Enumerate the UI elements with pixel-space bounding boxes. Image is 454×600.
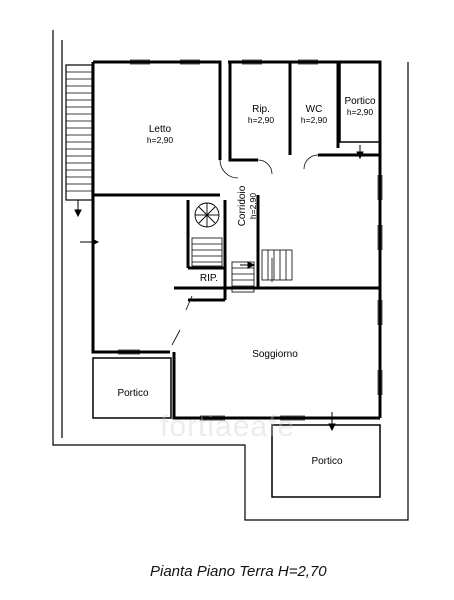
room-soggiorno-name: Soggiorno xyxy=(252,349,298,360)
soggiorno-south-wall xyxy=(172,352,380,420)
letto-east-wall xyxy=(93,60,222,160)
room-portico-left: Portico xyxy=(108,388,158,399)
room-corridoio-height: h=2,90 xyxy=(248,192,258,220)
room-portico-bottom-name: Portico xyxy=(311,456,343,467)
room-portico-top-height: h=2,90 xyxy=(346,107,374,117)
stair-treads xyxy=(66,71,92,192)
room-portico-top: Portico h=2,90 xyxy=(338,96,382,118)
room-soggiorno: Soggiorno xyxy=(240,349,310,360)
room-corridoio: Corridoio h=2,90 xyxy=(237,176,259,236)
rip-wall xyxy=(228,62,258,162)
room-portico-top-name: Portico xyxy=(344,96,376,107)
portico-left-outline xyxy=(92,357,172,419)
watermark: fortiaeafe xyxy=(160,410,296,443)
room-wc-name: WC xyxy=(305,104,323,115)
room-rip-top-height: h=2,90 xyxy=(247,115,275,125)
room-rip-top-name: Rip. xyxy=(252,104,270,115)
portico-top-outline xyxy=(339,61,381,143)
room-rip-top: Rip. h=2,90 xyxy=(238,104,284,126)
lot-boundary xyxy=(52,30,409,521)
plan-caption: Pianta Piano Terra H=2,70 xyxy=(150,563,327,580)
external-stair xyxy=(65,64,93,201)
room-rip-small: RIP. xyxy=(196,273,222,284)
west-wall xyxy=(91,62,170,354)
room-letto-name: Letto xyxy=(148,124,172,135)
room-letto-height: h=2,90 xyxy=(146,135,174,145)
room-rip-small-name: RIP. xyxy=(199,273,219,284)
room-letto: Letto h=2,90 xyxy=(132,124,188,146)
room-portico-left-name: Portico xyxy=(117,388,149,399)
room-wc-height: h=2,90 xyxy=(300,115,328,125)
room-wc: WC h=2,90 xyxy=(292,104,336,126)
internal-stair xyxy=(191,237,293,293)
spiral-stair xyxy=(194,202,220,228)
portico-bottom-outline xyxy=(271,424,381,498)
room-portico-bottom: Portico xyxy=(302,456,352,467)
room-corridoio-name: Corridoio xyxy=(237,185,248,227)
